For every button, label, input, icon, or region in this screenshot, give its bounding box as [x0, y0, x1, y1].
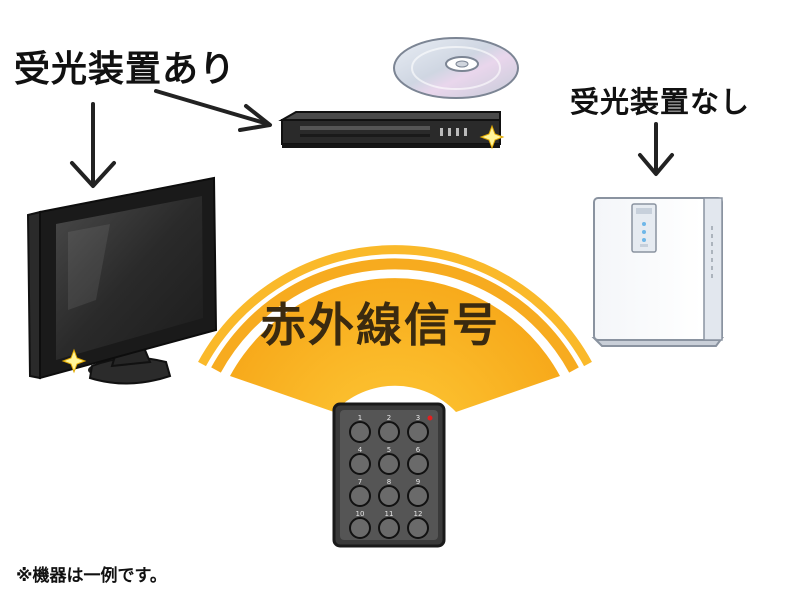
- keypad-button: [349, 485, 371, 507]
- cd-disc-icon: [393, 37, 519, 99]
- sparkle-icon: [479, 124, 505, 150]
- signal-core: [230, 278, 560, 412]
- keypad-button: [407, 517, 429, 539]
- keypad-button: [378, 485, 400, 507]
- air-purifier-icon: [591, 197, 724, 347]
- keypad-button-label: 12: [414, 510, 423, 518]
- label-without-receiver: 受光装置なし: [570, 85, 751, 119]
- keypad-button: [349, 453, 371, 475]
- keypad-button-label: 5: [387, 446, 391, 454]
- keypad-button: [407, 453, 429, 475]
- arrow-to-player-head: [238, 104, 272, 132]
- keypad-button: [349, 517, 371, 539]
- keypad-button: [378, 517, 400, 539]
- flat-screen-tv-icon: [26, 176, 218, 385]
- keypad-button-label: 1: [358, 414, 362, 422]
- keypad-button-label: 8: [387, 478, 391, 486]
- keypad-button: [378, 453, 400, 475]
- keypad-button: [407, 485, 429, 507]
- arrow-to-monitor-head: [70, 161, 116, 188]
- keypad-button-label: 11: [385, 510, 394, 518]
- keypad-button-label: 3: [416, 414, 420, 422]
- keypad-button: [349, 421, 371, 443]
- arrow-to-purifier-head: [638, 153, 674, 176]
- keypad-button-label: 6: [416, 446, 421, 454]
- keypad-button-label: 7: [358, 478, 362, 486]
- remote-indicator-led: [427, 415, 433, 421]
- footnote: ※機器は一例です。: [16, 566, 167, 586]
- keypad-button-label: 10: [356, 510, 365, 518]
- sparkle-icon: [61, 348, 87, 374]
- label-with-receiver: 受光装置あり: [14, 49, 237, 90]
- ir-signal-waves: [198, 245, 592, 412]
- arrow-to-player: [154, 89, 270, 126]
- keypad-button: [378, 421, 400, 443]
- keypad-button-label: 9: [416, 478, 420, 486]
- arrows: [70, 89, 674, 188]
- signal-ring-2: [198, 245, 592, 367]
- label-ir-signal: 赤外線信号: [260, 298, 500, 352]
- keypad-button-label: 2: [387, 414, 391, 422]
- signal-ring-1: [211, 258, 579, 373]
- keypad-button-label: 4: [358, 446, 363, 454]
- disc-player-icon: [278, 111, 505, 150]
- keypad-button: [407, 421, 429, 443]
